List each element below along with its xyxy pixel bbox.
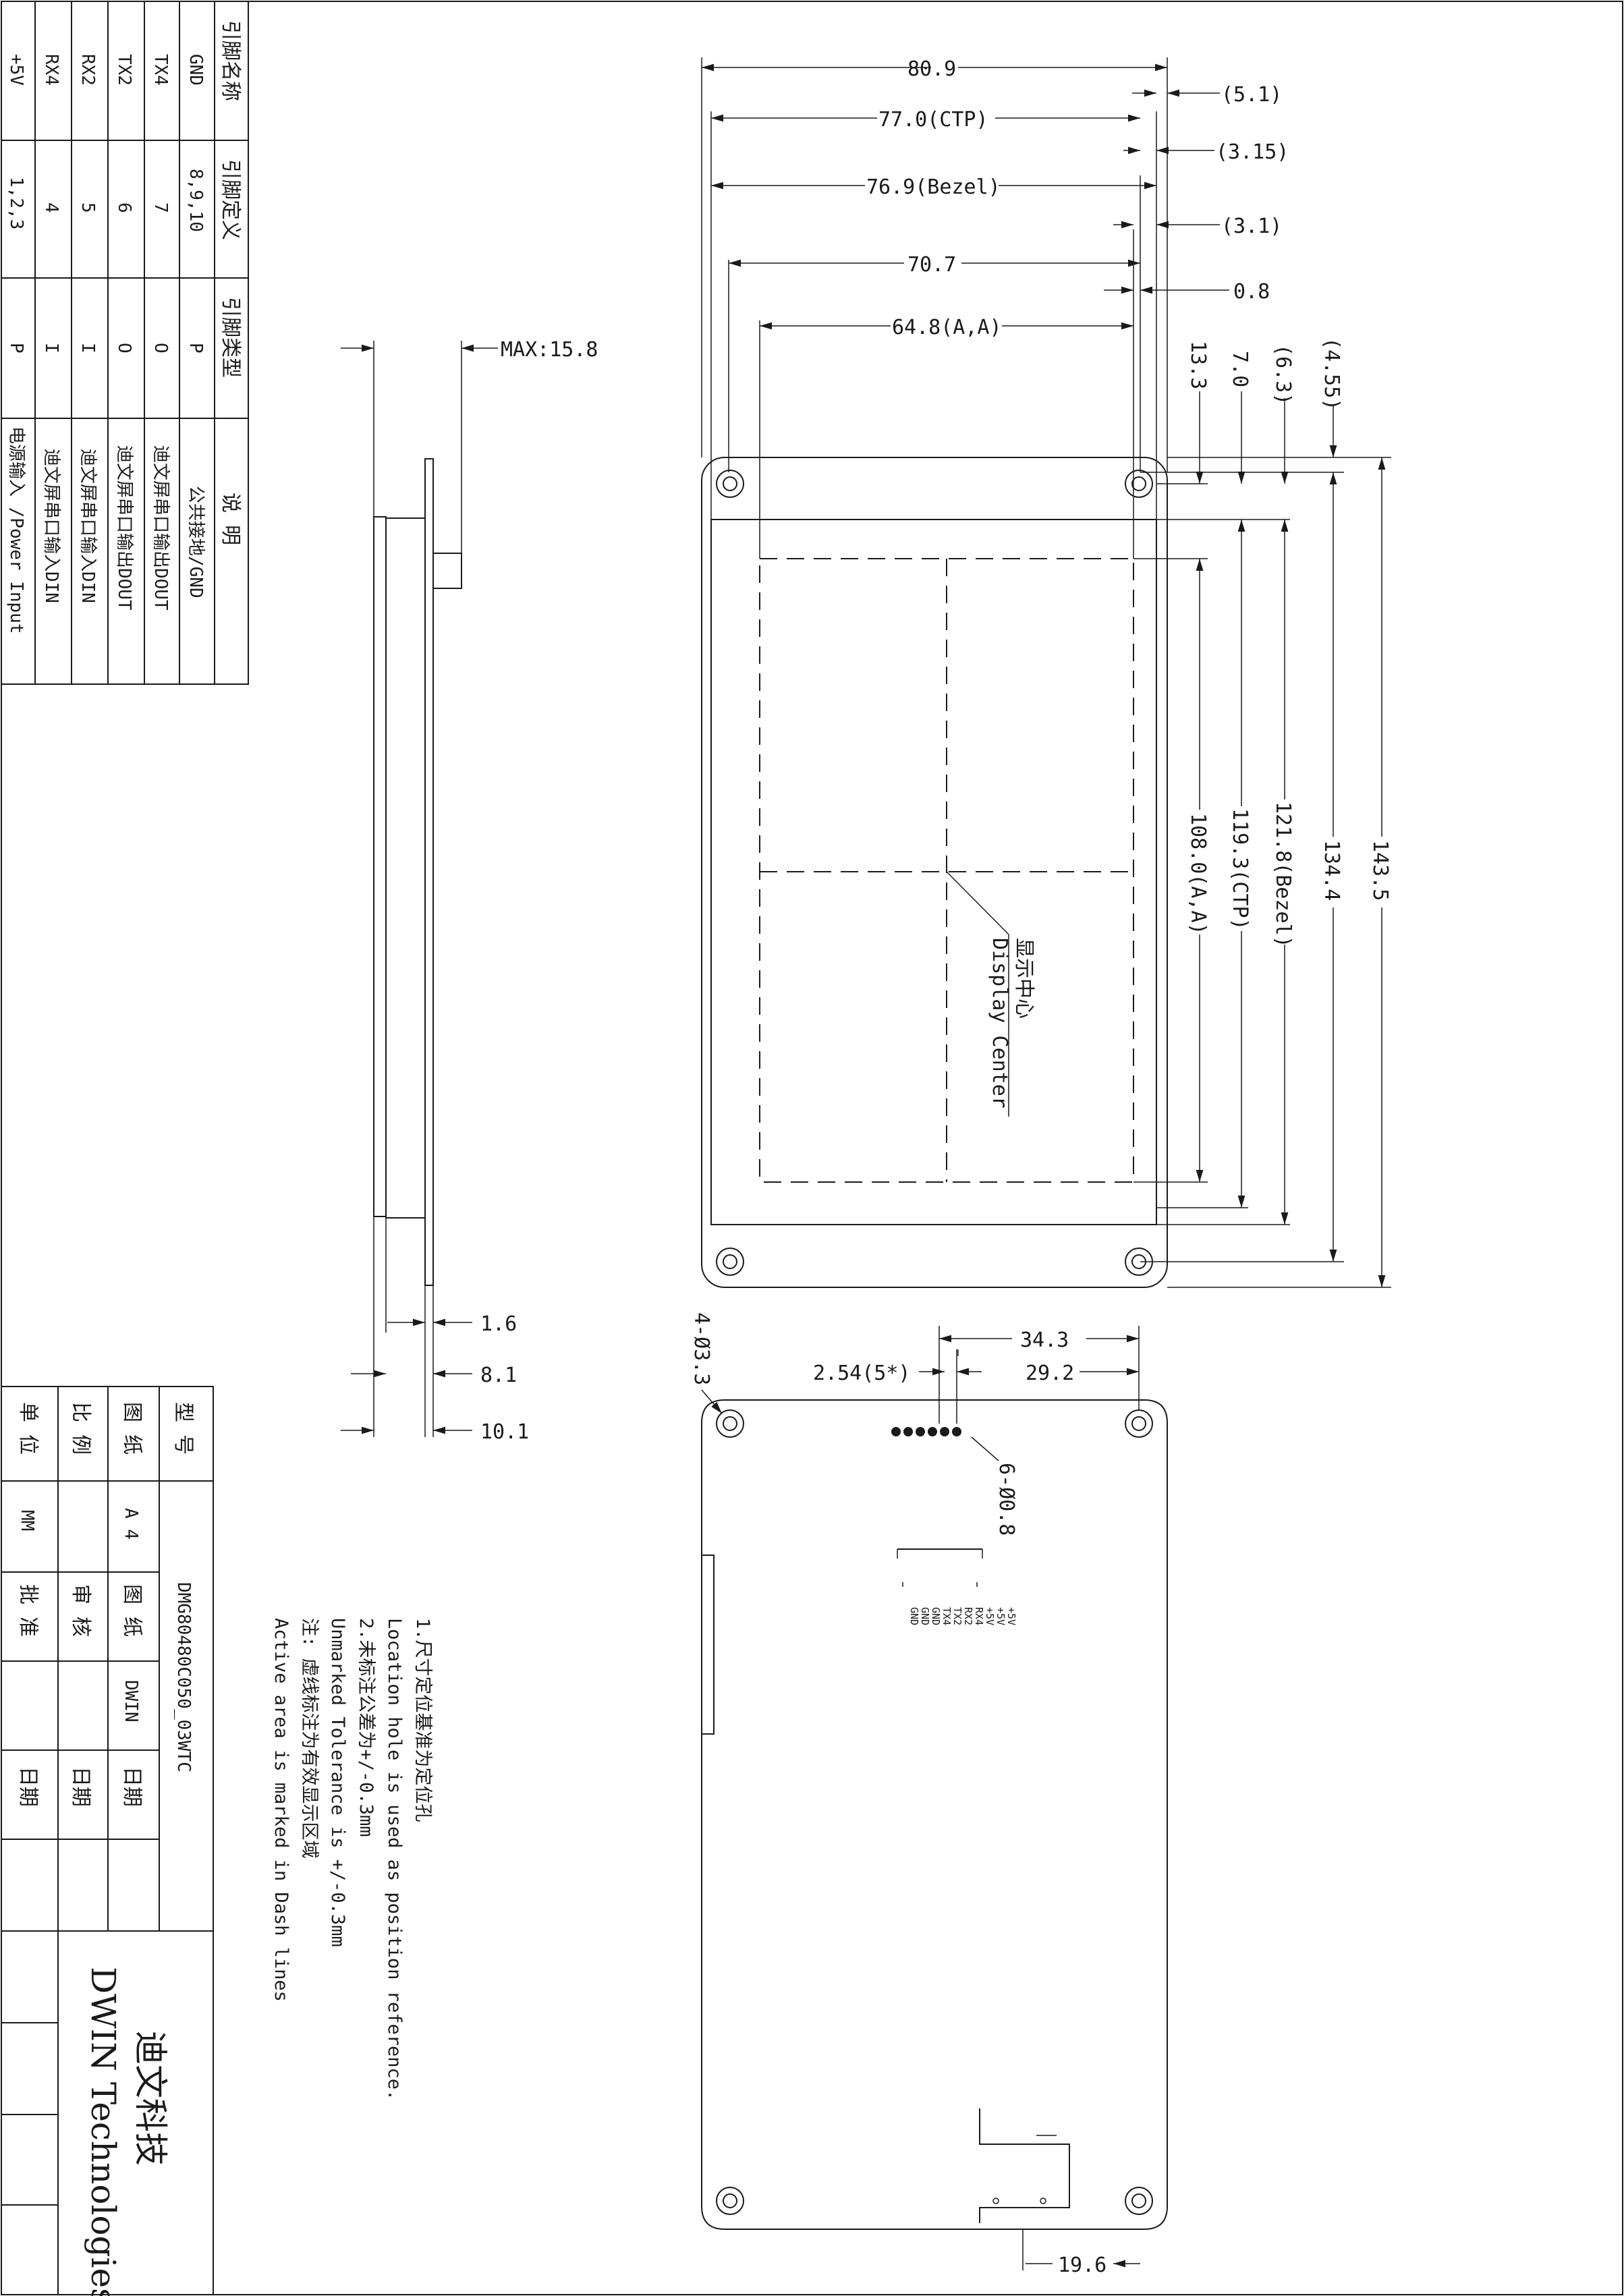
pin-row-1-def: 7 — [150, 202, 171, 213]
display-center-cn: 显示中心 — [1012, 938, 1036, 1019]
side-view: MAX:15.8 1.6 8.1 10.1 — [341, 338, 598, 1444]
note-3-cn: 注: 虚线标注为有效显示区域 — [299, 1618, 320, 1859]
conn-pin-9: GND — [908, 1607, 920, 1625]
drawing-label: 图 纸 — [120, 1402, 144, 1455]
notes: 1.尺寸定位基准为定位孔 Location hole is used as po… — [271, 1618, 433, 2100]
h-aa: 108.0(A,A) — [1186, 813, 1210, 935]
note-3-en: Active area is marked in Dash lines — [271, 1618, 291, 2002]
company-en: DWIN Technologies — [84, 1967, 123, 2296]
pin-row-2-type: O — [114, 343, 134, 354]
side-dim-1: 1.6 — [480, 1312, 517, 1336]
pin-row-5-name: +5V — [6, 54, 26, 86]
note-1-en: Location hole is used as position refere… — [384, 1618, 405, 2100]
pin-table: 引脚名称 引脚定义 引脚类型 说 明 GND 8,9,10 P 公共接地/GND… — [1, 1, 249, 685]
pin-row-2-name: TX2 — [114, 54, 134, 86]
model-label: 型 号 — [171, 1402, 195, 1455]
pins-label: 6-Ø0.8 — [995, 1463, 1018, 1536]
conn-pin-2: +5V — [984, 1607, 996, 1625]
pin-row-4-def: 4 — [41, 202, 61, 213]
pin-row-3-type: I — [78, 343, 98, 354]
side-max-height: MAX:15.8 — [501, 338, 598, 362]
pin-row-1-type: O — [150, 343, 171, 354]
pin-row-0-type: P — [186, 343, 206, 354]
d2: 29.2 — [1026, 1362, 1074, 1385]
w-aa: 64.8(A,A) — [892, 316, 1002, 339]
off-1: (5.1) — [1221, 83, 1282, 107]
note-1-cn: 1.尺寸定位基准为定位孔 — [412, 1618, 433, 1822]
d3: 19.6 — [1058, 2253, 1107, 2277]
pin-header-desc: 说 明 — [219, 493, 242, 545]
off-3: (3.1) — [1221, 215, 1282, 238]
pin-header-def: 引脚定义 — [219, 159, 242, 240]
v-3: (6.3) — [1271, 344, 1295, 405]
note-2-cn: 2.未标注公差为+/-0.3mm — [356, 1618, 376, 1837]
drawing-label2: 图 纸 — [120, 1584, 144, 1637]
model-value: DMG80480C050_03WTC — [173, 1582, 194, 1772]
off-2: (3.15) — [1216, 140, 1289, 164]
pin-row-3-desc: 迪文屏串口输入DIN — [78, 449, 98, 603]
w-total: 80.9 — [907, 57, 956, 81]
scale-label: 比 例 — [69, 1402, 92, 1455]
conn-pin-1: +5V — [995, 1607, 1007, 1625]
off-4: 0.8 — [1233, 280, 1270, 304]
w-1: 70.7 — [907, 253, 956, 277]
title-block: 型 号 DMG80480C050_03WTC 图 纸 A 4 图 纸 DWIN … — [1, 1386, 214, 2296]
conn-pin-5: TX2 — [951, 1607, 963, 1625]
d1: 34.3 — [1020, 1328, 1069, 1352]
holes-label: 4-Ø3.3 — [690, 1312, 713, 1385]
date-label-3: 日期 — [16, 1766, 40, 1807]
unit-value: MM — [17, 1510, 37, 1531]
pin-row-1-desc: 迪文屏串口输出DOUT — [150, 445, 171, 611]
h-bezel: 121.8(Bezel) — [1271, 802, 1295, 948]
pin-header-type: 引脚类型 — [219, 297, 242, 378]
side-dim-3: 10.1 — [480, 1420, 529, 1444]
conn-pin-3: RX4 — [973, 1607, 985, 1625]
pin-row-4-desc: 迪文屏串口输入DIN — [41, 449, 61, 603]
drawing-by: DWIN — [121, 1680, 141, 1723]
pin-row-0-desc: 公共接地/GND — [186, 486, 206, 598]
conn-pin-6: TX4 — [941, 1607, 953, 1625]
drawing-size: A 4 — [121, 1508, 141, 1540]
review-label: 审 核 — [69, 1584, 92, 1637]
h-total: 143.5 — [1368, 840, 1392, 901]
note-2-en: Unmarked Tolerance is +/-0.3mm — [327, 1618, 348, 1947]
pin-row-5-def: 1,2,3 — [6, 177, 26, 229]
pin-row-0-name: GND — [186, 54, 206, 86]
company-cn: 迪文科技 — [131, 2031, 170, 2166]
w-ctp: 77.0(CTP) — [878, 108, 988, 132]
front-view: 显示中心 Display Center 80.9 77.0(CTP) 76.9(… — [701, 57, 1392, 1288]
pin-row-1-name: TX4 — [150, 54, 171, 86]
pin-row-2-def: 6 — [114, 202, 134, 213]
pin-header-name: 引脚名称 — [219, 20, 242, 101]
conn-pin-0: +5V — [1005, 1607, 1017, 1625]
display-center-en: Display Center — [988, 938, 1011, 1109]
date-label-2: 日期 — [69, 1766, 92, 1807]
pin-row-2-desc: 迪文屏串口输出DOUT — [114, 445, 134, 611]
pin-row-0-def: 8,9,10 — [186, 169, 206, 232]
pin-row-4-type: I — [41, 343, 61, 354]
v-2: 7.0 — [1228, 351, 1252, 387]
v-4: (4.55) — [1320, 337, 1343, 410]
pin-row-5-desc: 电源输入 /Power Input — [6, 426, 26, 634]
w-bezel: 76.9(Bezel) — [866, 175, 1001, 199]
conn-pin-4: RX2 — [962, 1607, 974, 1625]
pin-row-4-name: RX4 — [41, 54, 61, 86]
conn-pin-8: GND — [919, 1607, 931, 1625]
pin-row-3-def: 5 — [78, 202, 98, 213]
h-1: 134.4 — [1320, 840, 1343, 901]
pin-row-3-name: RX2 — [78, 54, 98, 86]
unit-label: 单 位 — [16, 1402, 40, 1455]
conn-pin-7: GND — [930, 1607, 942, 1625]
h-ctp: 119.3(CTP) — [1228, 808, 1252, 930]
back-view: 6-Ø0.8 +5V +5V +5V RX4 RX2 TX2 TX4 GND G… — [690, 1312, 1168, 2277]
pin-row-5-type: P — [6, 343, 26, 354]
date-label-1: 日期 — [120, 1766, 144, 1807]
approve-label: 批 准 — [16, 1584, 40, 1637]
side-dim-2: 8.1 — [480, 1364, 517, 1387]
v-1: 13.3 — [1186, 341, 1210, 389]
pitch: 2.54(5*) — [813, 1362, 911, 1385]
